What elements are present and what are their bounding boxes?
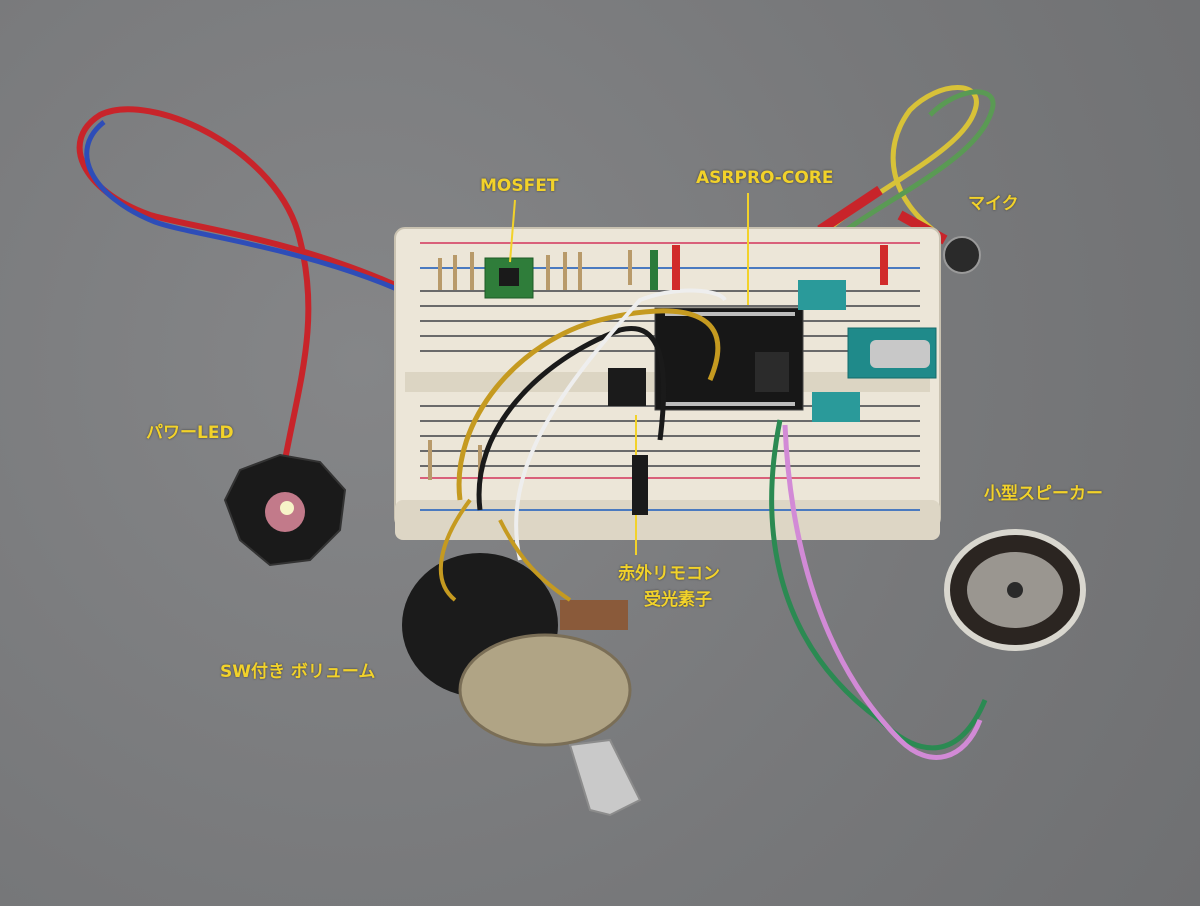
ir-receiver: [608, 368, 646, 406]
jumper-black-plug: [632, 455, 648, 515]
jumper-wire-yellow: [456, 308, 721, 501]
mosfet-chip: [499, 268, 519, 286]
speaker-wire-green: [769, 419, 988, 751]
pot-wire-yellow-2: [498, 519, 572, 602]
volume-pot-plate: [458, 633, 632, 747]
label-asrpro-core: ASRPRO-CORE: [696, 168, 834, 188]
small-module-top: [798, 280, 846, 310]
label-mic: マイク: [968, 194, 1019, 214]
label-mosfet: MOSFET: [480, 176, 559, 196]
jumper-wire-white: [514, 288, 727, 561]
label-ir-receiver-line2: 受光素子: [644, 590, 712, 610]
mic-heatshrink: [817, 185, 883, 235]
asrpro-pin-row: [665, 312, 795, 406]
asrpro-chip: [755, 352, 789, 392]
power-led-emitter: [280, 501, 294, 515]
small-module-bottom: [812, 392, 860, 422]
usb-c-connector: [870, 340, 930, 368]
jumper-wire-black: [476, 326, 667, 511]
label-volume: SW付き ボリューム: [220, 662, 376, 682]
label-power-led: パワーLED: [146, 423, 234, 443]
speaker-wire-pink: [782, 424, 983, 760]
volume-pot-terminals: [560, 600, 628, 630]
jumper-green: [650, 250, 658, 290]
pot-wire-yellow: [438, 498, 472, 602]
volume-pot-shaft: [568, 738, 642, 817]
speaker-center: [1007, 582, 1023, 598]
jumper-red: [672, 245, 680, 290]
breadboard-edge: [395, 500, 940, 540]
led-wire-red: [76, 106, 502, 461]
label-speaker: 小型スピーカー: [984, 484, 1103, 504]
resistors: [428, 250, 632, 480]
microphone: [943, 236, 981, 274]
mosfet-leader-line: [509, 199, 516, 263]
jumper-red-2: [880, 245, 888, 285]
label-ir-receiver-line1: 赤外リモコン: [618, 564, 720, 584]
